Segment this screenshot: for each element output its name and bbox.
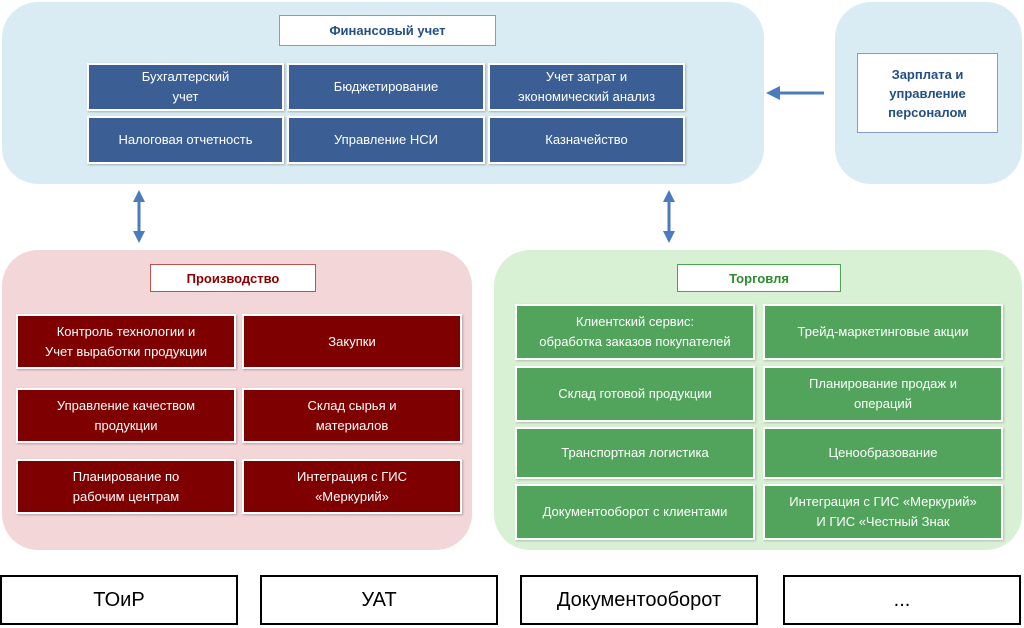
production-module-tech-control: Контроль технологии и Учет выработки про… xyxy=(16,314,236,369)
trade-module-gis-integration: Интеграция с ГИС «Меркурий» И ГИС «Честн… xyxy=(763,484,1003,540)
finance-title: Финансовый учет xyxy=(279,15,496,46)
hr-box: Зарплата и управление персоналом xyxy=(857,53,998,133)
trade-module-trade-marketing: Трейд-маркетинговые акции xyxy=(763,304,1003,360)
finance-module-budgeting: Бюджетирование xyxy=(287,63,485,111)
bottom-item-more: ... xyxy=(783,575,1021,625)
finance-module-cost-analysis: Учет затрат и экономический анализ xyxy=(488,63,685,111)
production-title: Производство xyxy=(150,264,316,292)
production-module-purchasing: Закупки xyxy=(242,314,462,369)
trade-module-customer-service: Клиентский сервис: обработка заказов пок… xyxy=(515,304,755,360)
bottom-item-document-flow: Документооборот xyxy=(520,575,758,625)
trade-module-pricing: Ценообразование xyxy=(763,427,1003,479)
finance-module-treasury: Казначейство xyxy=(488,116,685,164)
production-module-quality: Управление качеством продукции xyxy=(16,388,236,443)
arrow-left-icon xyxy=(766,86,824,100)
finance-module-accounting: Бухгалтерский учет xyxy=(87,63,284,111)
production-module-raw-warehouse: Склад сырья и материалов xyxy=(242,388,462,443)
bottom-item-toir: ТОиР xyxy=(0,575,238,625)
arrow-up-down-icon xyxy=(133,190,145,243)
finance-module-tax-reporting: Налоговая отчетность xyxy=(87,116,284,164)
trade-module-transport-logistics: Транспортная логистика xyxy=(515,427,755,479)
trade-module-customer-edo: Документооборот с клиентами xyxy=(515,484,755,540)
trade-title: Торговля xyxy=(677,264,841,292)
trade-module-sales-planning: Планирование продаж и операций xyxy=(763,366,1003,422)
production-module-work-center-planning: Планирование по рабочим центрам xyxy=(16,459,236,514)
trade-module-finished-goods-warehouse: Склад готовой продукции xyxy=(515,366,755,422)
bottom-item-uat: УАТ xyxy=(260,575,498,625)
production-module-mercury-integration: Интеграция с ГИС «Меркурий» xyxy=(242,459,462,514)
arrow-up-down-icon xyxy=(663,190,675,243)
finance-module-master-data: Управление НСИ xyxy=(287,116,485,164)
